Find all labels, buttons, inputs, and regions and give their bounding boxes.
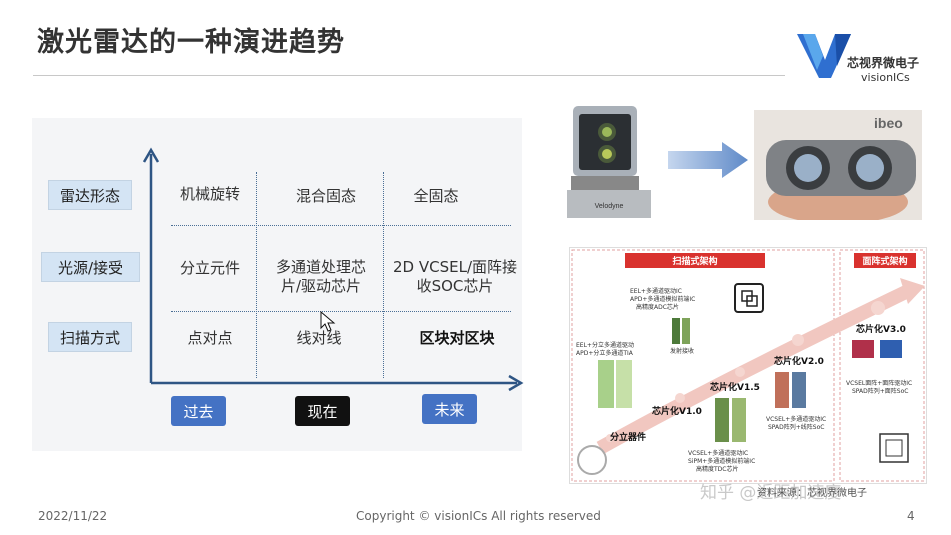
- scan-architecture-title: 扫描式架构: [625, 253, 765, 268]
- cell-block-to-block: 区块对区块: [419, 328, 495, 347]
- grid-line-v1: [256, 172, 257, 378]
- footer-copyright: Copyright © visionICs All rights reserve…: [356, 509, 601, 523]
- cell-mechanical-rotation: 机械旋转: [179, 184, 240, 203]
- footer-date: 2022/11/22: [38, 509, 108, 523]
- cell-full-solid-state: 全固态: [413, 186, 459, 205]
- note-spad-array: SPAD阵列+面阵SoC: [852, 388, 909, 395]
- logo-name-cn: 芯视界微电子: [847, 56, 920, 70]
- evolution-arrow: [668, 142, 748, 178]
- matrix-axes: [142, 147, 524, 392]
- title-divider: [33, 75, 785, 76]
- stage-v1-0: 芯片化V1.0: [652, 407, 702, 417]
- chip-architecture-diagram: 扫描式架构 面阵式架构 EEL+多通道驱动IC APD+多通道模拟前端IC 高精…: [569, 247, 927, 484]
- zhihu-watermark: 知乎 @近距加速度: [700, 483, 842, 503]
- label-rx: 接收: [682, 348, 695, 355]
- cell-line-to-line: 线对线: [296, 328, 342, 347]
- stage-v1-5: 芯片化V1.5: [710, 383, 760, 393]
- note-vcsel-driver-a: VCSEL+多通道驱动IC: [688, 450, 749, 457]
- row-label-radar-form: 雷达形态: [48, 180, 132, 210]
- row-label-scan-mode: 扫描方式: [48, 322, 132, 352]
- note-eel-driver: EEL+多通道驱动IC: [630, 288, 682, 295]
- note-adc: 高精度ADC芯片: [636, 304, 679, 311]
- timeline-past: 过去: [171, 396, 226, 426]
- note-spad-linear: SPAD阵列+线阵SoC: [768, 424, 825, 431]
- cell-discrete-components: 分立元件: [179, 258, 240, 277]
- timeline-present: 现在: [295, 396, 350, 426]
- note-eel-discrete: EEL+分立多通道驱动: [576, 342, 634, 349]
- note-apd-afe: APD+多通道模拟前端IC: [630, 296, 696, 303]
- cell-point-to-point: 点对点: [187, 328, 233, 347]
- stage-v2-0: 芯片化V2.0: [774, 357, 824, 367]
- cell-vcsel-soc: 2D VCSEL/面阵接收SOC芯片: [393, 258, 518, 295]
- grid-line-h2: [171, 311, 511, 312]
- cell-multichannel-chips: 多通道处理芯片/驱动芯片: [275, 258, 366, 295]
- diagram-source: 资料来源：芯视界微电子: [757, 488, 867, 499]
- page-title: 激光雷达的一种演进趋势: [37, 27, 345, 58]
- visionics-logo: [793, 26, 935, 92]
- grid-line-v2: [383, 172, 384, 378]
- note-tdc: 高精度TDC芯片: [696, 466, 739, 473]
- grid-line-h1: [171, 225, 511, 226]
- array-architecture-title: 面阵式架构: [854, 253, 916, 268]
- note-vcsel-driver-b: VCSEL+多通道驱动IC: [766, 416, 827, 423]
- cell-hybrid-solid-state: 混合固态: [295, 186, 356, 205]
- note-vcsel-array: VCSEL面阵+面阵驱动IC: [846, 380, 913, 387]
- row-label-light-source: 光源/接受: [41, 252, 140, 282]
- stage-v3-0: 芯片化V3.0: [856, 325, 906, 335]
- note-apd-tia: APD+分立多通道TIA: [576, 350, 633, 357]
- velodyne-lidar-image: Velodyne: [567, 100, 659, 222]
- note-sipm-afe: SiPM+多通道模拟前端IC: [688, 458, 756, 465]
- mouse-cursor-icon: [320, 311, 336, 332]
- velodyne-brand-text: Velodyne: [595, 203, 624, 210]
- logo-name-en: visionICs: [861, 71, 910, 84]
- ibeo-brand-text: ibeo: [874, 115, 903, 131]
- stage-discrete: 分立器件: [610, 433, 647, 443]
- footer-page-number: 4: [907, 509, 915, 523]
- label-tx: 发射: [670, 348, 683, 355]
- ibeo-lidar-image: ibeo: [754, 110, 922, 220]
- timeline-future: 未来: [422, 394, 477, 424]
